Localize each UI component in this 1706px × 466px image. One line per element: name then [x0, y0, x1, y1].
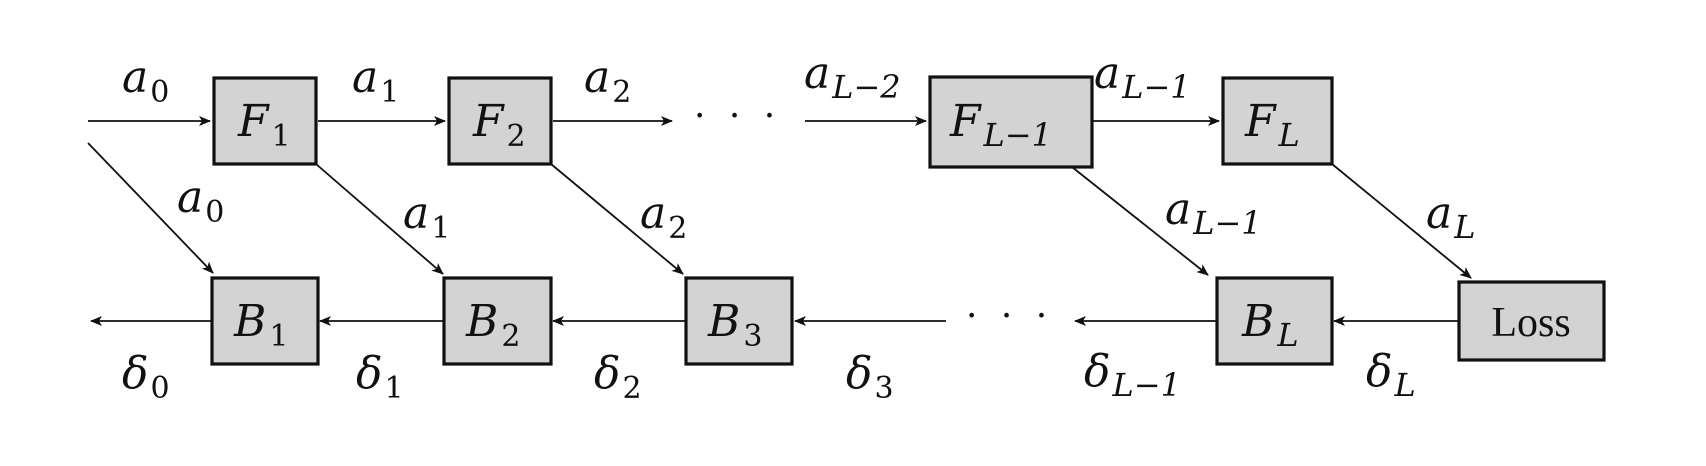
- node-b3: [684, 276, 794, 366]
- forward-ellipsis: · · ·: [694, 96, 781, 137]
- node-fl: [1221, 76, 1334, 166]
- node-fl-label: FL: [1244, 96, 1300, 154]
- node-f2: [447, 76, 553, 166]
- node-flm1: [928, 75, 1094, 169]
- node-flm1-label: FL−1: [949, 96, 1052, 154]
- backward-label-d0: δ0: [122, 348, 170, 406]
- skip-arrow-f1-to-b2: [315, 163, 444, 275]
- forward-label-alm1: aL−1: [1094, 48, 1191, 106]
- backward-label-d1: δ1: [356, 348, 404, 406]
- node-bl: [1215, 276, 1334, 366]
- backward-label-dl: δL: [1366, 346, 1416, 404]
- skip-arrow-a0-to-b1: [87, 142, 214, 274]
- skip-label-a2: a2: [640, 188, 687, 246]
- forward-label-alm2: aL−2: [804, 48, 901, 106]
- backward-label-dlm1: δL−1: [1084, 346, 1181, 404]
- node-b1: [210, 276, 320, 366]
- skip-label-a1: a1: [403, 188, 450, 246]
- node-f1: [212, 76, 318, 166]
- backward-label-d2: δ2: [594, 348, 642, 406]
- node-loss-label: Loss: [1491, 300, 1570, 346]
- skip-label-a0: a0: [177, 172, 224, 230]
- skip-arrow-f2-to-b3: [550, 163, 684, 275]
- skip-label-al: aL: [1426, 188, 1475, 246]
- skip-arrow-flm1-to-bl: [1071, 166, 1209, 276]
- backward-ellipsis: · · ·: [966, 296, 1053, 337]
- forward-label-a0: a0: [122, 52, 169, 110]
- backward-label-d3: δ3: [846, 348, 894, 406]
- skip-label-alm1: aL−1: [1165, 184, 1262, 242]
- node-loss: [1457, 280, 1606, 362]
- forward-label-a1: a1: [352, 52, 399, 110]
- skip-arrow-fl-to-loss: [1331, 163, 1472, 279]
- node-bl-label: BL: [1241, 296, 1299, 354]
- forward-label-a2: a2: [584, 52, 631, 110]
